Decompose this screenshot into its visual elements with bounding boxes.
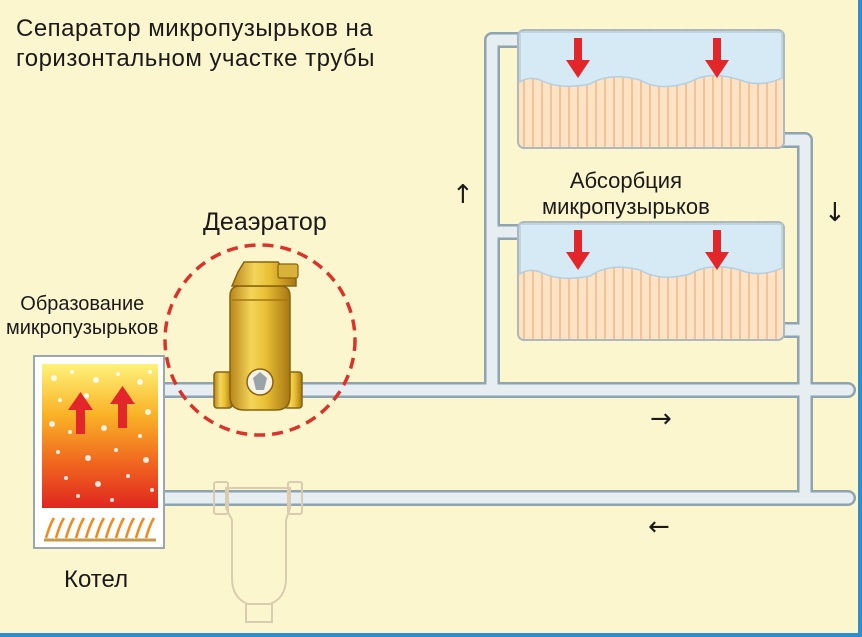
flow-down-arrow-icon: ↓ <box>824 198 846 228</box>
deaerator-device <box>213 261 303 411</box>
formation-label-line-1: Образование <box>20 293 145 315</box>
deaerator-ghost-outline <box>213 481 303 623</box>
upward-arrow-icon <box>110 386 135 428</box>
boiler <box>33 355 165 549</box>
boiler-label: Котел <box>64 566 129 593</box>
upward-arrow-icon <box>68 392 93 434</box>
diagram-title: Сепаратор микропузырьков на горизонтальн… <box>16 14 375 74</box>
flow-up-arrow-icon: ↑ <box>452 180 474 210</box>
microbubble-formation-label: Образование микропузырьков <box>6 292 159 340</box>
downward-arrow-icon <box>566 230 590 270</box>
downward-arrow-icon <box>705 230 729 270</box>
burner-flames <box>44 517 156 539</box>
title-line-1: Сепаратор микропузырьков на <box>16 15 374 42</box>
deaerator-highlight-circle <box>163 243 357 437</box>
title-line-2: горизонтальном участке трубы <box>16 45 375 72</box>
downward-arrow-icon <box>705 38 729 78</box>
flow-right-arrow-icon: → <box>650 404 672 434</box>
radiator-lower <box>517 221 785 341</box>
absorption-label-line-1: Абсорбция <box>569 168 682 193</box>
radiator-upper <box>517 29 785 149</box>
flow-left-arrow-icon: ← <box>648 512 670 542</box>
absorption-label-line-2: микропузырьков <box>542 194 710 219</box>
downward-arrow-icon <box>566 38 590 78</box>
microbubbles <box>49 370 154 502</box>
formation-label-line-2: микропузырьков <box>6 317 159 339</box>
deaerator-label: Деаэратор <box>203 208 327 236</box>
microbubble-absorption-label: Абсорбция микропузырьков <box>542 168 710 220</box>
